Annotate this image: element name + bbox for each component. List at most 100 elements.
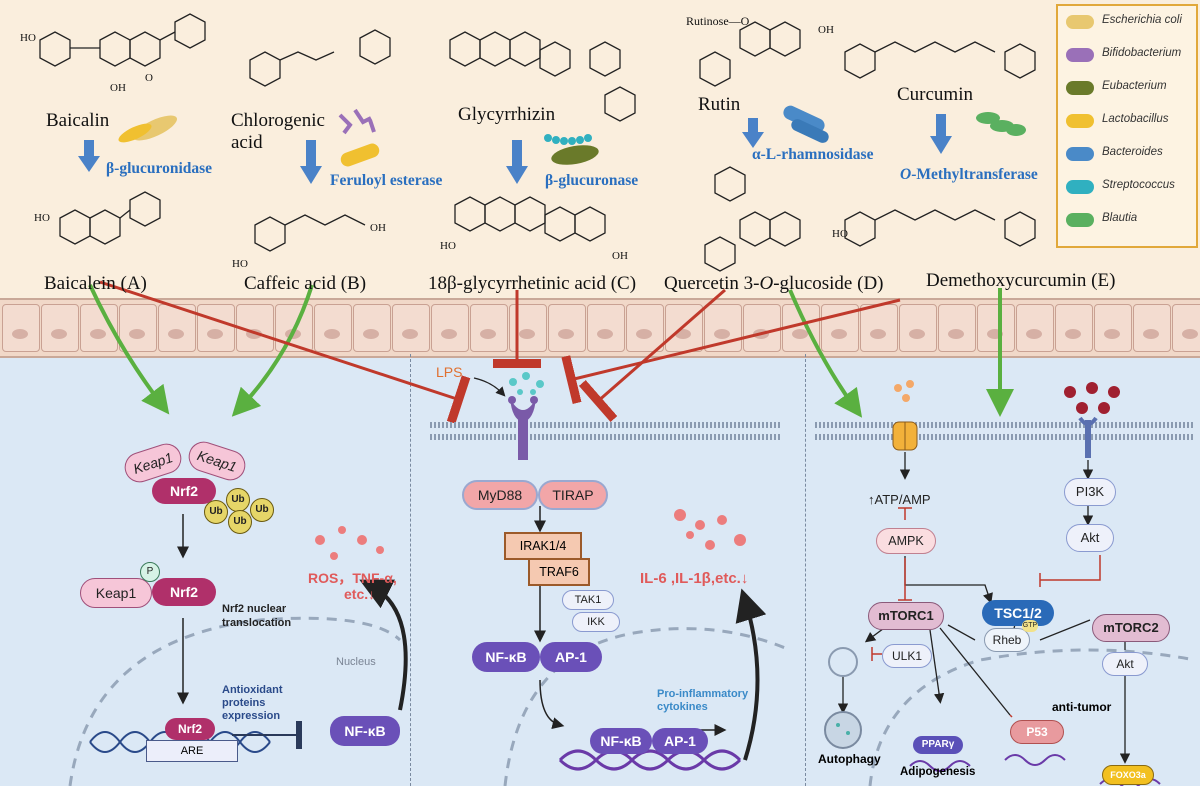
pi3k-kinase: PI3K	[1064, 478, 1116, 506]
conversion-arrow-e	[930, 114, 952, 154]
lps-arrow	[473, 377, 506, 397]
epithelial-cell	[314, 304, 352, 352]
legend-label: Blautia	[1102, 212, 1138, 224]
panel-divider-left	[410, 354, 411, 786]
epithelial-cell	[470, 304, 508, 352]
atom-label: OH	[612, 250, 628, 262]
epithelial-cell	[353, 304, 391, 352]
epithelial-cell	[938, 304, 976, 352]
cell-nucleus	[831, 329, 847, 339]
mtorc1-complex: mTORC1	[868, 602, 944, 630]
cell-nucleus	[1065, 329, 1081, 339]
autophagy-label: Autophagy	[818, 752, 881, 766]
tirap-adaptor: TIRAP	[538, 480, 608, 510]
foxo3a-factor: FOXO3a	[1102, 765, 1154, 785]
cytokine-reduction-label: IL-6 ,IL-1β,etc.↓	[640, 570, 749, 587]
legend-label: Escherichia coli	[1102, 14, 1182, 26]
myd88-adaptor: MyD88	[462, 480, 538, 510]
atom-label: HO	[232, 258, 248, 270]
chemical-structures	[39, 13, 1036, 272]
bacteroides-icon	[1066, 147, 1094, 161]
antioxidant-expression-label: Antioxidant proteins expression	[222, 684, 283, 722]
conversion-arrow-b	[300, 140, 322, 184]
growth-factor-receptor	[1064, 382, 1120, 458]
atom-label: OH	[818, 24, 834, 36]
mtorc2-complex: mTORC2	[1092, 614, 1170, 642]
legend-label: Eubacterium	[1102, 80, 1167, 92]
nrf2-dna-bound: Nrf2	[165, 718, 215, 740]
cell-membranes	[430, 422, 1195, 440]
ap1-dna-bound: AP-1	[652, 728, 708, 754]
streptococcus-icon	[1066, 180, 1094, 194]
nrf2-translocation-label: Nrf2 nuclear translocation	[222, 603, 292, 629]
atom-label: O	[145, 72, 153, 84]
conversion-arrow-a	[78, 140, 100, 172]
legend-label: Bacteroides	[1102, 146, 1163, 158]
tak1-kinase: TAK1	[562, 590, 614, 610]
epithelial-cell	[899, 304, 937, 352]
ikk-kinase: IKK	[572, 612, 620, 632]
gtp-badge: GTP	[1022, 620, 1038, 632]
akt-downstream: Akt	[1102, 652, 1148, 676]
traf6-protein: TRAF6	[528, 558, 590, 586]
dna-helix-middle	[558, 749, 742, 771]
atom-label: HO	[34, 212, 50, 224]
legend-item: Bacteroides	[1066, 144, 1194, 166]
epithelial-cell	[1055, 304, 1093, 352]
activation-arrows	[88, 284, 1014, 418]
eubacterium-icon	[1066, 81, 1094, 95]
cell-nucleus	[987, 329, 1003, 339]
glycyrrhetinic-acid-label: 18β-glycyrrhetinic acid (C)	[428, 273, 637, 294]
are-element: ARE	[146, 740, 238, 762]
epithelial-cell	[860, 304, 898, 352]
rutinose-label: Rutinose—O	[686, 14, 750, 28]
nfkb-dna-bound: NF-κB	[590, 728, 652, 754]
ecoli-icon	[1066, 15, 1094, 29]
proinflammatory-label: Pro-inflammatory cytokines	[657, 688, 749, 713]
epithelial-cell	[1133, 304, 1171, 352]
nucleus-membranes	[68, 616, 1196, 786]
cell-nucleus	[324, 329, 340, 339]
cell-nucleus	[51, 329, 67, 339]
conversion-arrow-d	[742, 118, 764, 148]
cytokine-particles	[674, 509, 746, 550]
epithelial-cell	[977, 304, 1015, 352]
compound-transformation-panel	[0, 0, 1200, 300]
ubiquitin-2: Ub	[226, 488, 250, 512]
tsc-complex: TSC1/2	[982, 600, 1054, 626]
mtor-inhibition-lines	[871, 507, 1101, 718]
epithelial-cell	[1172, 304, 1200, 352]
cell-nucleus	[636, 329, 652, 339]
ros-etc-label: etc.↓	[344, 586, 376, 602]
cell-nucleus	[12, 329, 28, 339]
epithelial-cell	[392, 304, 430, 352]
cell-nucleus	[480, 329, 496, 339]
cell-nucleus	[90, 329, 106, 339]
cell-nucleus	[207, 329, 223, 339]
blautia-icon	[1066, 213, 1094, 227]
cell-nucleus	[402, 329, 418, 339]
bifido-icon	[1066, 48, 1094, 62]
cell-nucleus	[792, 329, 808, 339]
epithelial-cell	[665, 304, 703, 352]
atp-amp-label: ↑ATP/AMP	[868, 492, 931, 507]
legend-item: Lactobacillus	[1066, 111, 1194, 133]
o-methyltransferase-label: O-Methyltransferase	[900, 166, 1038, 183]
epithelial-cell	[821, 304, 859, 352]
atom-label: HO	[832, 228, 848, 240]
channel-receptor	[892, 380, 918, 451]
ros-tnf-label: ROS，TNF-α,	[308, 570, 397, 586]
ubiquitin-4: Ub	[250, 498, 274, 522]
beta-glucuronase-label: β-glucuronase	[545, 172, 639, 189]
nrf2-bound: Nrf2	[152, 478, 216, 504]
cell-nucleus	[441, 329, 457, 339]
nfkb-middle: NF-κB	[472, 642, 540, 672]
atom-label: HO	[20, 32, 36, 44]
caffeic-acid-label: Caffeic acid (B)	[244, 273, 367, 294]
cell-nucleus	[558, 329, 574, 339]
epithelial-cell	[626, 304, 664, 352]
cell-nucleus	[1104, 329, 1120, 339]
legend-label: Streptococcus	[1102, 179, 1175, 191]
chlorogenic-acid-label: Chlorogenic acid	[231, 110, 325, 153]
